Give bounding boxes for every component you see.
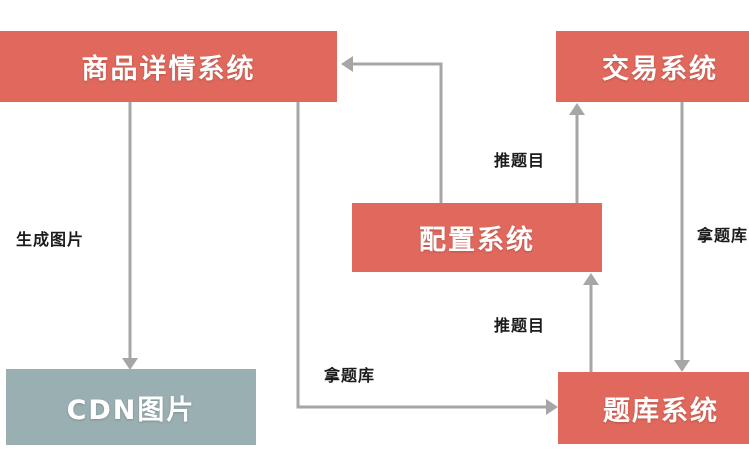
- edge-product-detail-to-question-bank: [296, 102, 546, 409]
- edge-config-to-product-detail: [353, 62, 443, 203]
- node-label-cdn-image: CDN图片: [66, 394, 196, 426]
- node-label-product-detail-system: 商品详情系统: [81, 54, 256, 85]
- arrowhead-question-bank-to-config: [583, 273, 599, 285]
- arrowhead-product-detail-to-cdn: [122, 358, 138, 370]
- arrowhead-config-to-product-detail: [341, 56, 353, 72]
- arrowhead-product-detail-to-question-bank: [546, 399, 558, 415]
- edge-label-generate-image: 生成图片: [16, 230, 85, 249]
- node-question-bank-system[interactable]: 题库系统: [558, 372, 749, 444]
- node-product-detail-system[interactable]: 商品详情系统: [0, 31, 337, 102]
- arrowhead-config-to-trade: [569, 103, 585, 115]
- node-cdn-image[interactable]: CDN图片: [6, 369, 256, 445]
- arrowhead-trade-to-question-bank: [674, 360, 690, 372]
- node-label-config-system: 配置系统: [419, 225, 535, 256]
- edge-label-push-question-bottom: 推题目: [494, 316, 546, 335]
- edge-label-get-question-bank-right: 拿题库: [697, 226, 749, 245]
- node-trade-system[interactable]: 交易系统: [556, 31, 749, 102]
- edge-label-push-question-top: 推题目: [494, 151, 546, 170]
- node-config-system[interactable]: 配置系统: [352, 203, 602, 272]
- edge-label-get-question-bank-left: 拿题库: [324, 366, 376, 385]
- node-label-question-bank-system: 题库系统: [603, 395, 719, 427]
- node-label-trade-system: 交易系统: [602, 54, 718, 85]
